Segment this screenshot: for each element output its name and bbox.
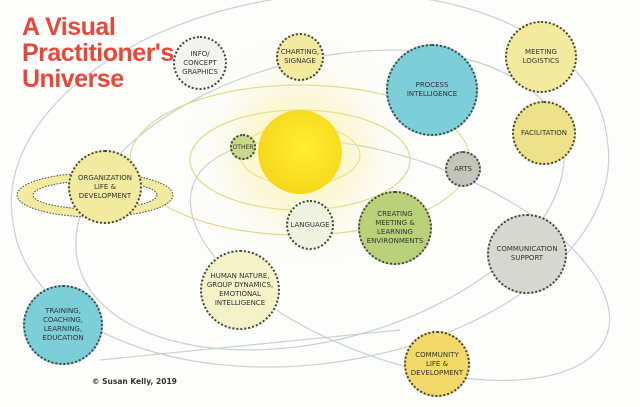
planet-human-nature: Human Nature, Group Dynamics, Emotional … bbox=[200, 250, 280, 330]
planet-label: Charting, Signage bbox=[280, 48, 320, 65]
planet-other: Other bbox=[230, 134, 256, 160]
planet-arts: Arts bbox=[445, 151, 481, 187]
planet-label: Creating Meeting & Learning Environments bbox=[366, 210, 424, 245]
title-line: Universe bbox=[22, 65, 124, 93]
planet-label: Language bbox=[290, 220, 330, 229]
planet-label: Process Intelligence bbox=[406, 81, 458, 98]
planet-training-coaching: Training, Coaching, Learning, Education bbox=[23, 285, 103, 365]
planet-community-life-development: Community Life & Development bbox=[404, 331, 470, 397]
planet-label: Info/ Concept Graphics bbox=[182, 49, 218, 76]
planet-label: Communication Support bbox=[496, 245, 558, 262]
planet-language: Language bbox=[286, 200, 334, 250]
planet-communication-support: Communication Support bbox=[487, 214, 567, 294]
planet-info-concept-graphics: Info/ Concept Graphics bbox=[173, 36, 227, 90]
sun bbox=[258, 110, 342, 194]
page-title: A Visual Practitioner's Universe bbox=[22, 14, 174, 92]
copyright: © Susan Kelly, 2019 bbox=[92, 377, 177, 386]
planet-meeting-logistics: Meeting Logistics bbox=[505, 21, 577, 93]
planet-label: Human Nature, Group Dynamics, Emotional … bbox=[206, 272, 274, 307]
planet-label: Organization Life & Development bbox=[77, 173, 132, 200]
title-line: Practitioner's bbox=[22, 39, 174, 67]
planet-charting-signage: Charting, Signage bbox=[276, 33, 324, 81]
planet-organization-life-development: Organization Life & Development bbox=[68, 150, 142, 224]
title-line: A Visual bbox=[22, 13, 116, 41]
planet-label: Other bbox=[232, 143, 254, 151]
planet-label: Facilitation bbox=[520, 128, 568, 137]
orbit bbox=[10, 0, 610, 368]
planet-creating-environments: Creating Meeting & Learning Environments bbox=[358, 191, 432, 265]
orbit bbox=[99, 329, 401, 361]
planet-label: Community Life & Development bbox=[410, 350, 464, 377]
planet-label: Meeting Logistics bbox=[522, 48, 560, 65]
planet-facilitation: Facilitation bbox=[512, 101, 576, 165]
planet-process-intelligence: Process Intelligence bbox=[386, 44, 478, 136]
planet-label: Training, Coaching, Learning, Education bbox=[42, 307, 84, 342]
planet-label: Arts bbox=[454, 164, 472, 173]
